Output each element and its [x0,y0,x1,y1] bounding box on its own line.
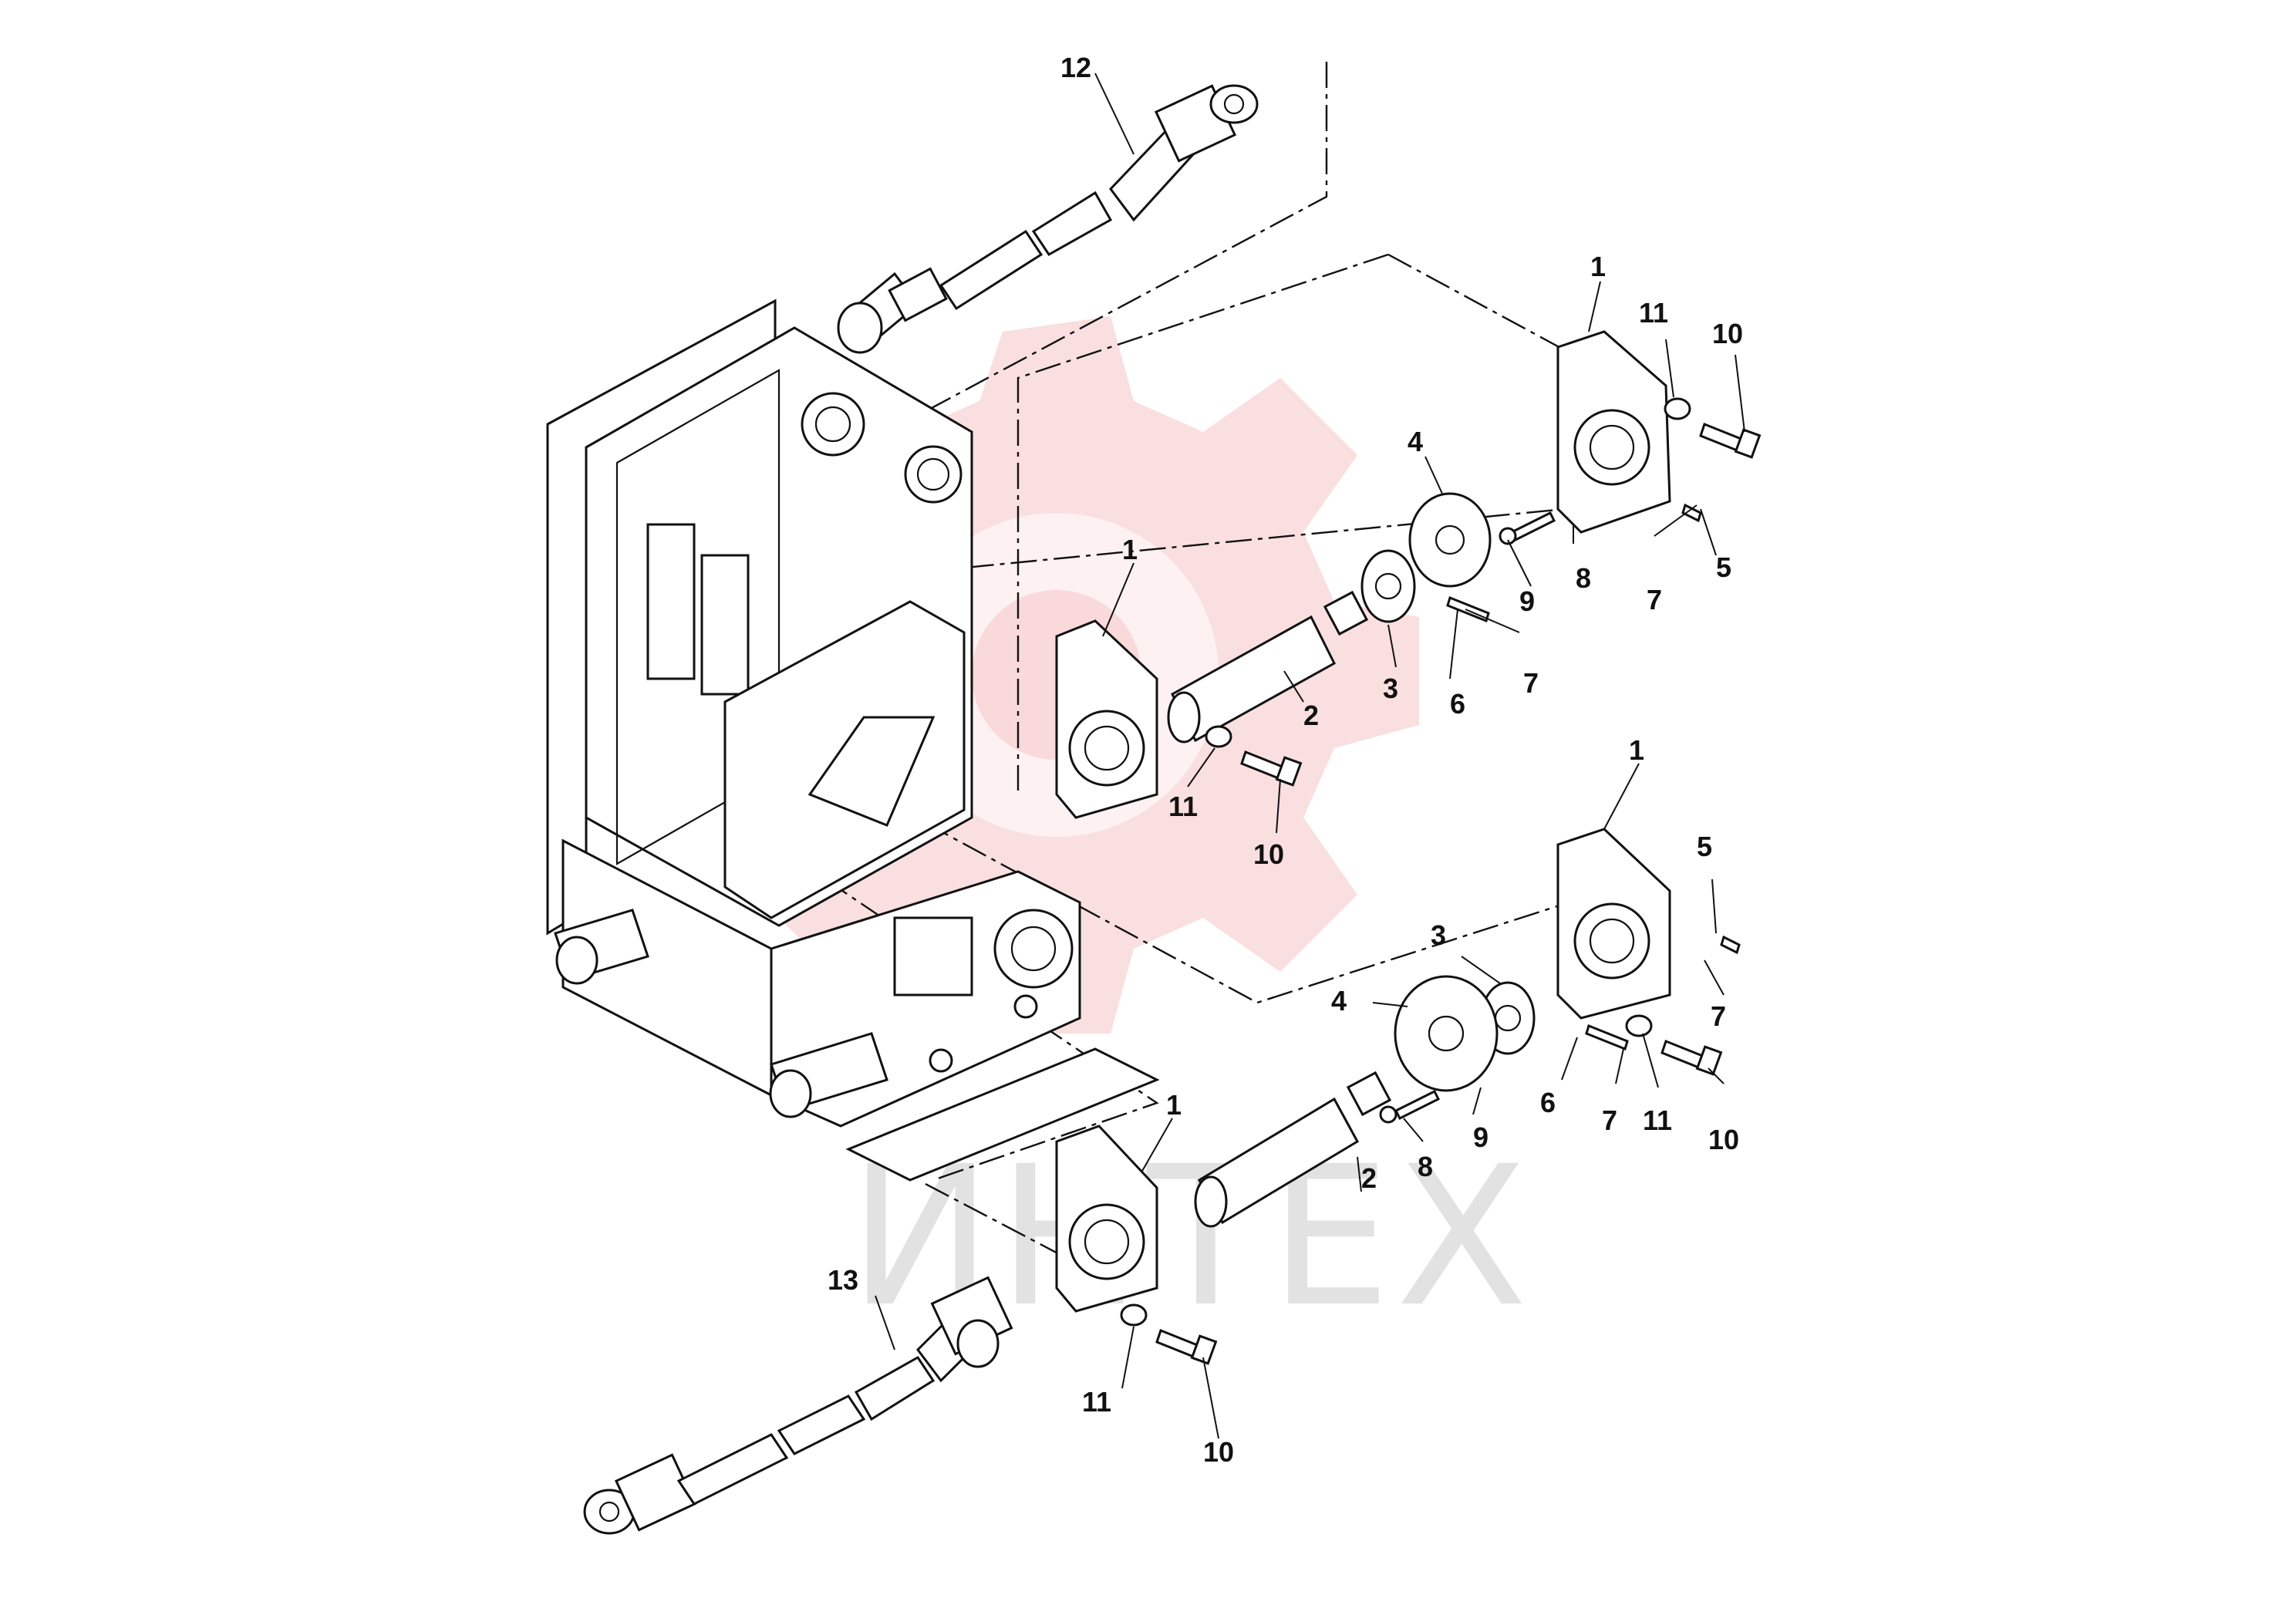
callout-8: 8 [1576,562,1591,594]
callout-13: 13 [828,1264,858,1296]
callout-10: 10 [1708,1124,1739,1155]
callout-labels: 12 1 11 10 4 9 8 5 7 1 2 3 6 7 11 10 1 5… [828,52,1743,1468]
callout-10: 10 [1253,838,1284,870]
cam-upper [1408,492,1492,588]
callout-7: 7 [1647,584,1662,615]
callout-2: 2 [1361,1162,1377,1194]
callout-11: 11 [1168,791,1198,822]
callout-11: 11 [1639,297,1668,329]
callout-7: 7 [1602,1104,1617,1136]
eccentric-ring-upper [1360,549,1416,623]
callout-10: 10 [1712,318,1743,349]
callout-5: 5 [1697,831,1712,862]
callout-4: 4 [1331,985,1347,1017]
callout-1: 1 [1166,1089,1182,1121]
callout-1: 1 [1629,734,1644,766]
shaft-lower [1194,1071,1392,1228]
callout-7: 7 [1711,1000,1726,1032]
callout-4: 4 [1408,426,1423,457]
cam-lower [1394,975,1499,1092]
callout-7: 7 [1523,667,1539,699]
callout-6: 6 [1450,688,1465,720]
callout-5: 5 [1716,551,1731,583]
callout-8: 8 [1418,1151,1433,1182]
callout-3: 3 [1383,673,1398,704]
callout-11: 11 [1082,1386,1111,1418]
bearing-housing-mid-left [1055,619,1158,819]
callout-6: 6 [1540,1087,1556,1118]
main-housing [546,298,1160,1182]
fasteners [1120,397,1762,1365]
leader-lines [875,73,1745,1439]
callout-2: 2 [1303,700,1319,731]
callout-12: 12 [1060,52,1091,83]
bearing-housing-top-right [1556,330,1671,534]
shaft-upper [1167,590,1369,744]
callout-1: 1 [1590,251,1606,282]
callout-3: 3 [1431,919,1446,951]
callout-11: 11 [1643,1104,1672,1136]
bearing-housing-mid-right [1556,828,1671,1020]
bearing-housing-bottom-left [1055,1125,1158,1313]
cardan-shaft-13 [583,1276,1013,1535]
callout-9: 9 [1473,1121,1489,1153]
callout-1: 1 [1122,534,1138,565]
callout-9: 9 [1519,585,1535,617]
cardan-shaft-12 [837,84,1259,354]
callout-10: 10 [1203,1436,1234,1468]
